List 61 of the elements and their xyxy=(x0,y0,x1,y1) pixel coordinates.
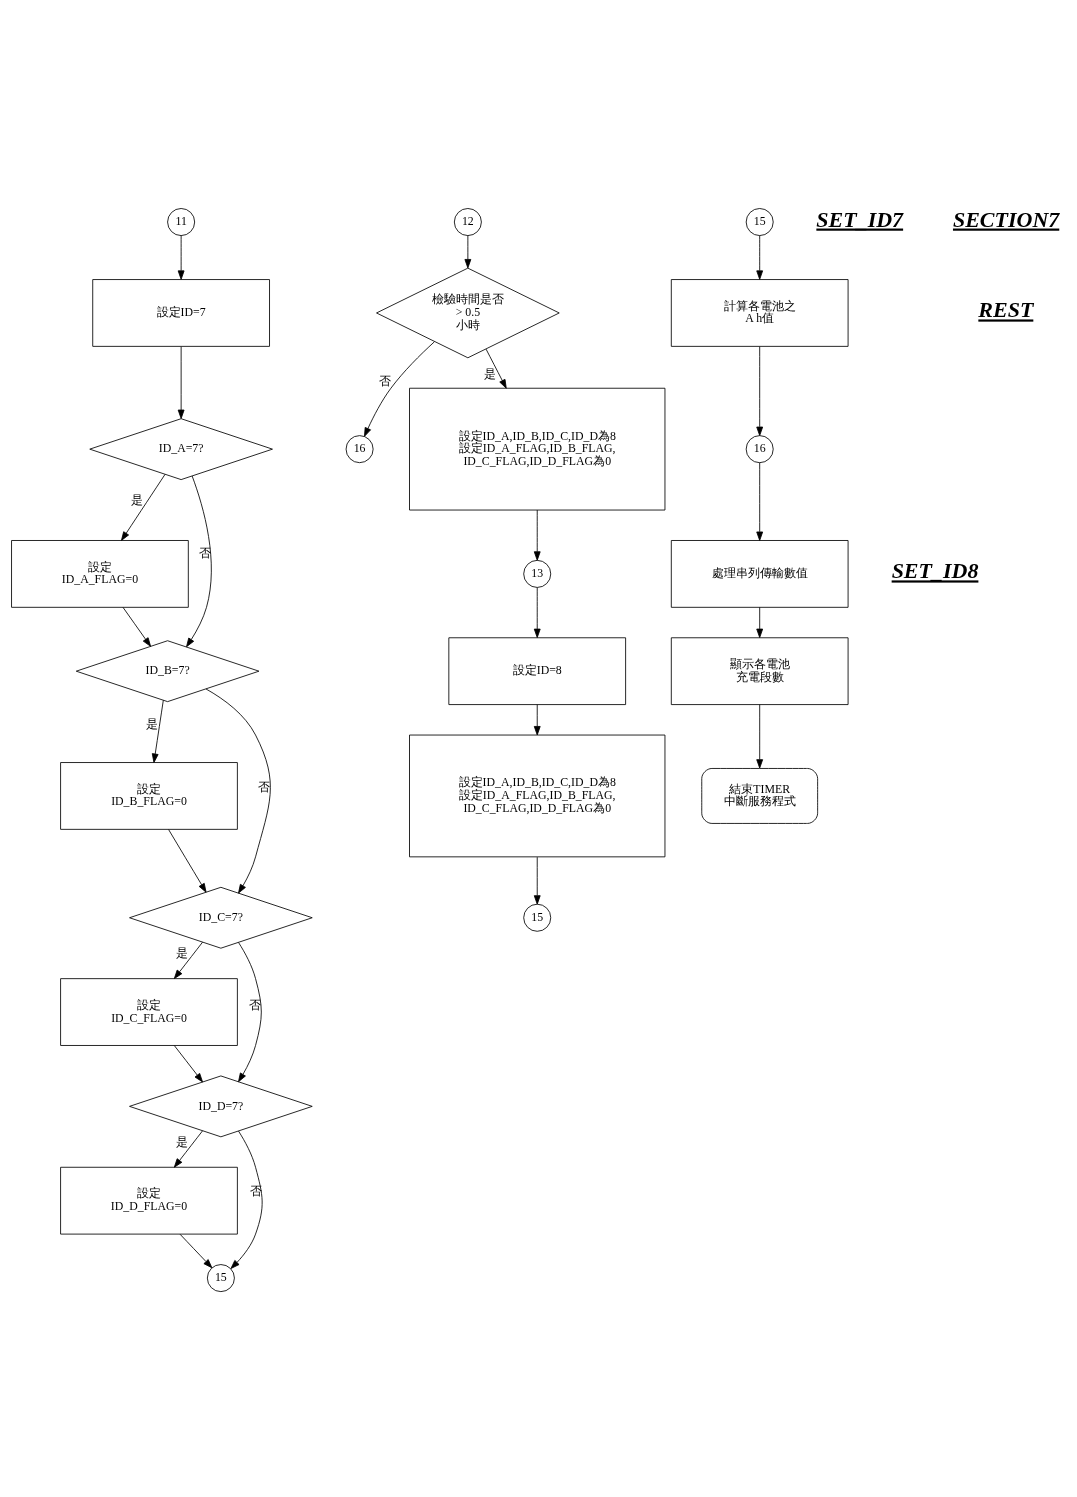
arrow xyxy=(173,941,203,979)
label: REST xyxy=(978,296,1034,322)
arrow xyxy=(756,234,764,280)
arrow xyxy=(533,703,541,735)
node-box: 計算各電池之 A h值 xyxy=(670,278,849,347)
node-box: 設定ID_A,ID_B,ID_C,ID_D為8 設定ID_A_FLAG,ID_B_FLAG, ID_C_FLAG,ID_D_FLAG為0 xyxy=(409,734,666,857)
arrow xyxy=(238,941,262,1082)
arrow xyxy=(151,699,164,763)
node-box: 處理串列傳輸數值 xyxy=(670,539,849,608)
arrow xyxy=(364,340,435,437)
arrow xyxy=(756,606,764,638)
arrow xyxy=(186,475,212,647)
arrow xyxy=(177,234,185,280)
node-circle: 16 xyxy=(345,434,374,463)
arrow xyxy=(173,1044,203,1082)
arrow xyxy=(464,234,472,268)
label: SET_ID7 xyxy=(816,206,904,232)
label: SECTION7 xyxy=(952,206,1060,232)
arrow xyxy=(533,586,541,638)
node-circle: 13 xyxy=(523,559,552,588)
node-box: 設定ID_A,ID_B,ID_C,ID_D為8 設定ID_A_FLAG,ID_B_FLAG, ID_C_FLAG,ID_D_FLAG為0 xyxy=(409,387,666,510)
edge-label: 否 xyxy=(248,997,261,1012)
label: SET_ID8 xyxy=(891,557,979,583)
node-diamond: 檢驗時間是否 > 0.5 小時 xyxy=(376,267,560,358)
node-circle: 15 xyxy=(206,1263,235,1292)
node-box: 設定 ID_B_FLAG=0 xyxy=(60,761,238,830)
arrow xyxy=(533,509,541,561)
node-box: 顯示各電池充電段數 xyxy=(670,636,849,705)
node-circle: 12 xyxy=(453,207,482,236)
edge-label: 否 xyxy=(257,779,270,794)
node-diamond: ID_D=7? xyxy=(129,1075,313,1137)
arrow xyxy=(122,606,151,647)
node-circle: 16 xyxy=(745,434,774,463)
edge-label: 否 xyxy=(249,1183,262,1198)
arrow xyxy=(756,703,764,769)
edge-label: 是 xyxy=(130,492,143,507)
node-box: 設定 ID_A_FLAG=0 xyxy=(11,539,189,608)
arrow xyxy=(177,345,185,419)
arrow xyxy=(756,345,764,436)
node-circle: 15 xyxy=(745,207,774,236)
node-circle: 11 xyxy=(167,207,196,236)
edge-label: 是 xyxy=(175,1134,188,1149)
arrow xyxy=(230,1130,263,1269)
arrow xyxy=(485,348,507,389)
node-box: 設定 ID_D_FLAG=0 xyxy=(60,1166,238,1235)
edge-label: 是 xyxy=(483,366,496,381)
node-circle: 15 xyxy=(523,903,552,932)
arrow xyxy=(121,473,166,541)
edge-label: 是 xyxy=(146,716,159,731)
arrow xyxy=(179,1233,213,1268)
arrow xyxy=(173,1129,203,1168)
node-box: 設定ID=7 xyxy=(92,278,270,347)
node-box: 設定 ID_C_FLAG=0 xyxy=(60,977,238,1046)
arrow xyxy=(205,688,271,893)
arrow xyxy=(168,828,207,893)
node-box: 設定ID=8 xyxy=(448,636,627,705)
node-box: 結束TIMER中斷服務程式 xyxy=(701,767,819,824)
edge-label: 否 xyxy=(378,373,391,388)
arrow xyxy=(756,461,764,541)
node-diamond: ID_A=7? xyxy=(89,417,273,480)
arrow xyxy=(533,856,541,905)
